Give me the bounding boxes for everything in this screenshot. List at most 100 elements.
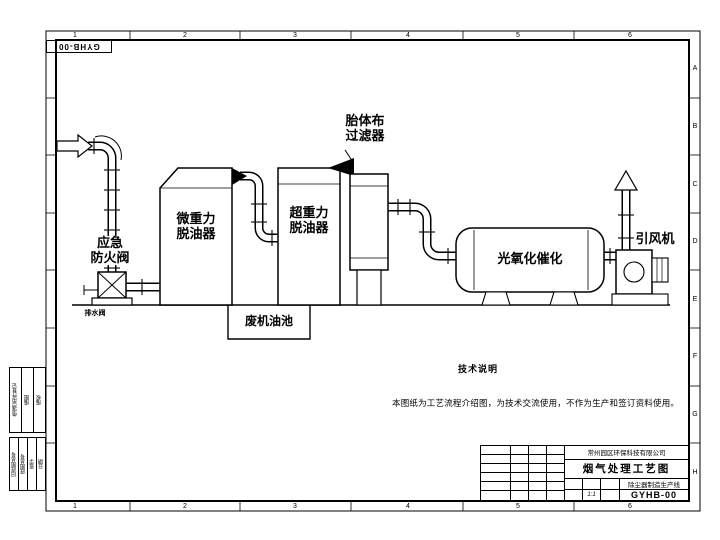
- margin-strip: 签字: [28, 438, 37, 490]
- title-block-bottom: 1:1 除尘器制造生产线 GYHB-00: [565, 479, 688, 500]
- grid-col-label: 1: [73, 503, 77, 510]
- emergency-fire-valve: [83, 271, 133, 306]
- revision-cell: [481, 464, 511, 473]
- revision-cell: [547, 482, 564, 491]
- label-micro-gravity-separator: 微重力 脱油器: [167, 211, 225, 241]
- label-filter: 胎体布 过滤器: [336, 113, 394, 144]
- label-filter-line2: 过滤器: [345, 127, 385, 143]
- grid-col-label: 5: [516, 503, 520, 510]
- drawing-number: GYHB-00: [630, 490, 677, 500]
- attribute-cell: [565, 479, 583, 490]
- margin-strip: 旧底图总号: [10, 438, 19, 490]
- label-fire-valve-line1: 应急: [96, 235, 123, 250]
- label-super-gravity-separator: 超重力 脱油器: [280, 205, 338, 235]
- margin-strip-label: 底图总号: [19, 454, 26, 474]
- label-filter-line1: 胎体布: [345, 113, 385, 128]
- revision-cell: [481, 482, 511, 491]
- revision-cell: [481, 455, 511, 464]
- duct-flanges: [93, 138, 634, 295]
- revision-cell: [511, 446, 529, 455]
- filter-unit-body: [344, 149, 389, 306]
- document-number-stamp-text: GYHB-00: [58, 42, 100, 51]
- title-block-main: 常州园区环保科技有限公司 烟气处理工艺图 1:1 除尘器制造生产线 GYHB-0…: [565, 446, 688, 500]
- title-block-revision-grid: [481, 446, 565, 500]
- scale-value: 1:1: [583, 489, 601, 500]
- margin-strip-label: 描图: [24, 395, 30, 405]
- label-micro-gravity-line2: 脱油器: [176, 225, 216, 241]
- grid-row-label: B: [692, 123, 698, 130]
- margin-strip: 描图: [22, 368, 34, 432]
- attribute-cell: [601, 479, 619, 490]
- micro-gravity-separator-body: [159, 167, 247, 306]
- margin-table-upper: 借(通)用件登记 描图 描校: [9, 367, 46, 433]
- revision-cell: [529, 446, 547, 455]
- sheet-frame: [45, 30, 701, 512]
- grid-col-label: 5: [516, 32, 520, 39]
- revision-cell: [547, 473, 564, 482]
- grid-col-label: 3: [293, 32, 297, 39]
- revision-cell: [529, 473, 547, 482]
- grid-row-label: A: [692, 65, 698, 72]
- label-super-gravity-line1: 超重力: [289, 205, 329, 220]
- revision-cell: [529, 455, 547, 464]
- attribute-cell: [583, 479, 601, 490]
- inlet-flow-arrow: [56, 133, 93, 159]
- revision-cell: [547, 491, 564, 500]
- revision-cell: [511, 473, 529, 482]
- revision-cell: [511, 482, 529, 491]
- title-block: 常州园区环保科技有限公司 烟气处理工艺图 1:1 除尘器制造生产线 GYHB-0…: [480, 445, 689, 501]
- title-block-id: 除尘器制造生产线 GYHB-00: [620, 479, 688, 500]
- grid-col-label: 1: [73, 32, 77, 39]
- process-diagram: [56, 133, 670, 340]
- document-number-stamp: GYHB-00: [46, 40, 112, 53]
- grid-row-label: H: [692, 469, 698, 476]
- grid-row-label: F: [692, 353, 698, 360]
- inlet-duct: [88, 135, 122, 274]
- label-induced-draft-fan: 引风机: [635, 231, 675, 246]
- revision-cell: [547, 455, 564, 464]
- revision-cell: [511, 464, 529, 473]
- waste-oil-pit: [227, 305, 311, 340]
- label-micro-gravity-line1: 微重力: [176, 211, 216, 226]
- grid-col-label: 6: [628, 503, 632, 510]
- product-line: 除尘器制造生产线: [620, 479, 688, 490]
- grid-row-label: G: [692, 411, 698, 418]
- margin-strip: 描校: [34, 368, 45, 432]
- exhaust-arrow: [613, 169, 639, 191]
- grid-row-label: D: [692, 238, 698, 245]
- notes-title: 技术说明: [458, 364, 499, 374]
- induced-draft-fan-body: [611, 249, 669, 306]
- margin-strip: 借(通)用件登记: [10, 368, 22, 432]
- drawing-title: 烟气处理工艺图: [565, 460, 688, 479]
- grid-col-label: 4: [406, 503, 410, 510]
- margin-strip-label: 日期: [37, 459, 44, 469]
- revision-cell: [547, 446, 564, 455]
- margin-strip-label: 描校: [36, 395, 42, 405]
- revision-cell: [481, 491, 511, 500]
- margin-strip: 底图总号: [19, 438, 28, 490]
- label-waste-oil-pool: 废机油池: [244, 314, 293, 328]
- exhaust-stack: [613, 169, 639, 254]
- grid-row-label: C: [692, 181, 698, 188]
- margin-strip-label: 签字: [28, 459, 35, 469]
- company-name: 常州园区环保科技有限公司: [565, 446, 688, 460]
- label-photo-oxidation: 光氧化催化: [497, 251, 563, 266]
- revision-cell: [511, 491, 529, 500]
- revision-cell: [511, 455, 529, 464]
- super-gravity-separator-body: [277, 158, 354, 306]
- revision-cell: [481, 473, 511, 482]
- grid-col-label: 3: [293, 503, 297, 510]
- grid-ticks: [46, 31, 700, 511]
- grid-col-label: 2: [183, 32, 187, 39]
- photo-oxidation-chamber-body: [455, 227, 605, 306]
- margin-strip-label: 借(通)用件登记: [12, 383, 18, 417]
- attribute-cell: [601, 490, 619, 501]
- revision-cell: [529, 482, 547, 491]
- grid-row-label: E: [692, 296, 698, 303]
- grid-col-label: 2: [183, 503, 187, 510]
- revision-cell: [481, 446, 511, 455]
- revision-cell: [547, 464, 564, 473]
- grid-col-label: 6: [628, 32, 632, 39]
